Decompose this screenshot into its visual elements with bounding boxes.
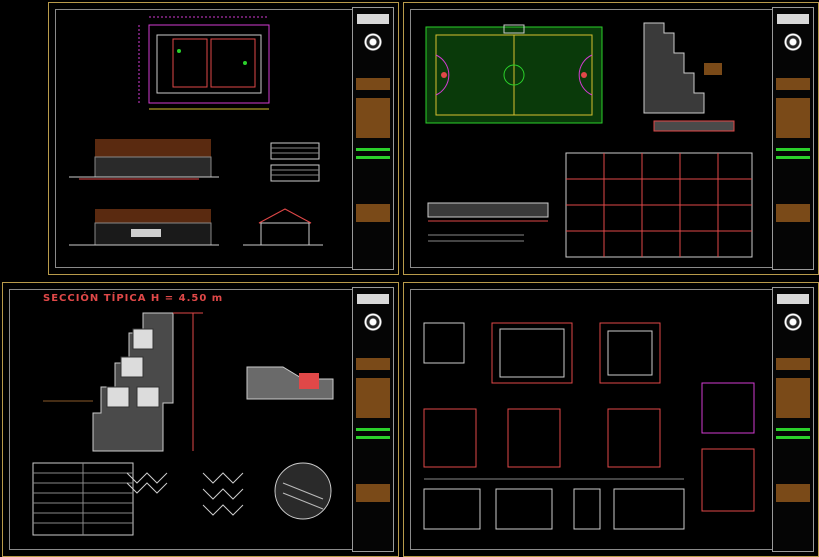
title-block-green-line (356, 156, 390, 159)
court-drawing (425, 22, 753, 258)
title-block (772, 287, 814, 552)
title-block-band (356, 358, 390, 370)
title-block-green-line (356, 436, 390, 439)
title-block-green-line (776, 436, 810, 439)
title-block-logo-icon (777, 14, 809, 24)
structural-drawing (423, 322, 755, 530)
title-block-logo-icon (357, 294, 389, 304)
title-block-band (776, 204, 810, 222)
sheet-heading: SECCIÓN TÍPICA H = 4.50 m (43, 293, 224, 304)
university-seal-icon (779, 310, 807, 334)
title-block-green-line (776, 428, 810, 431)
title-block-band (356, 204, 390, 222)
university-seal-icon (359, 310, 387, 334)
title-block-band (776, 98, 810, 138)
sheet-architecture (48, 2, 399, 275)
architecture-drawing (69, 16, 323, 246)
title-block (352, 287, 394, 552)
title-block-green-line (356, 148, 390, 151)
university-seal-icon (779, 30, 807, 54)
title-block-green-line (356, 428, 390, 431)
sheet-court (403, 2, 819, 275)
sheet-structural (403, 282, 819, 557)
title-block-green-line (776, 156, 810, 159)
title-block-band (776, 358, 810, 370)
title-block-band (776, 484, 810, 502)
title-block-band (356, 98, 390, 138)
retaining-wall-drawing (32, 312, 334, 536)
title-block (772, 7, 814, 270)
title-block-band (776, 378, 810, 418)
title-block-logo-icon (777, 294, 809, 304)
title-block-band (356, 78, 390, 90)
sheet-retaining-wall: SECCIÓN TÍPICA H = 4.50 m (2, 282, 399, 557)
title-block-band (356, 484, 390, 502)
university-seal-icon (359, 30, 387, 54)
title-block-band (776, 78, 810, 90)
title-block-logo-icon (357, 14, 389, 24)
title-block (352, 7, 394, 270)
title-block-green-line (776, 148, 810, 151)
title-block-band (356, 378, 390, 418)
